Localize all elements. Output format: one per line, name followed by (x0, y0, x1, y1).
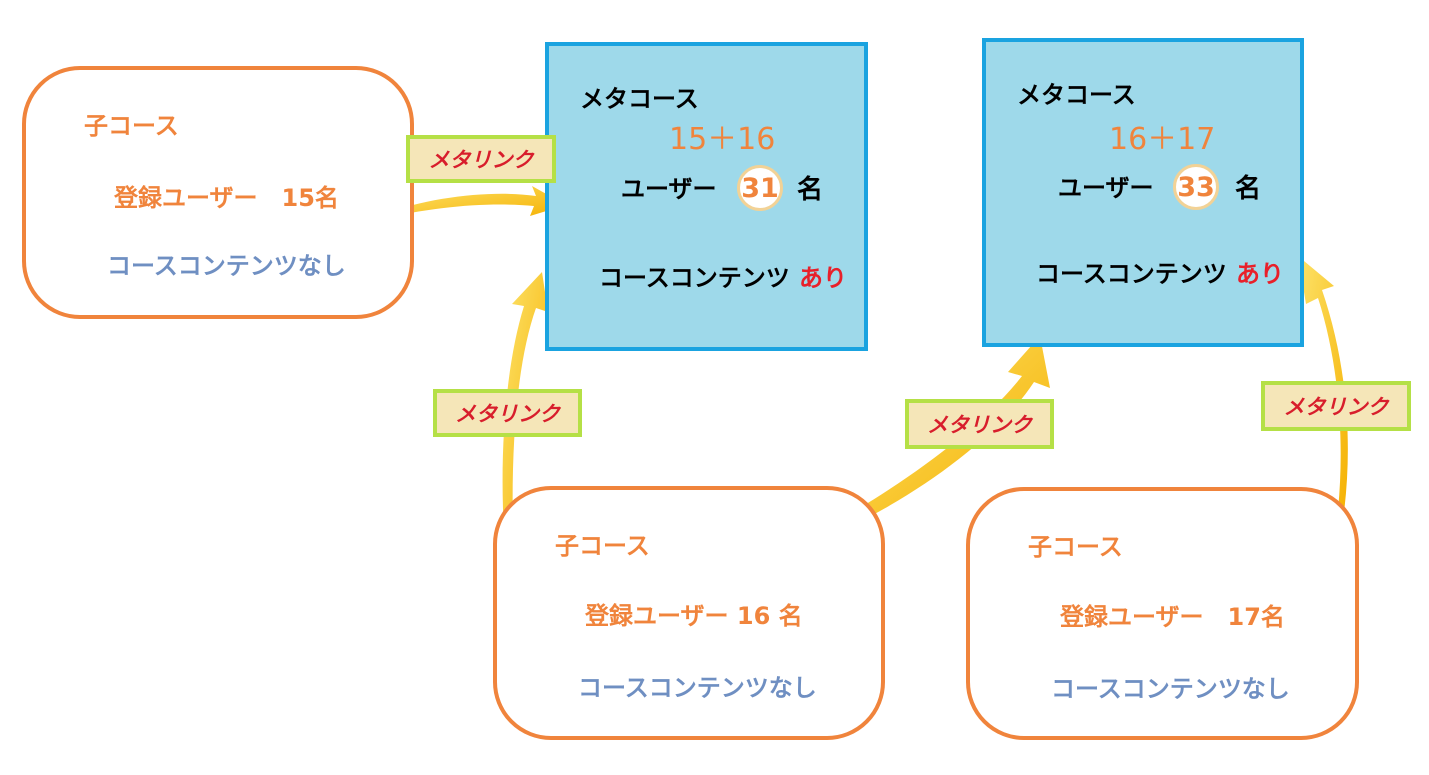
child-course-content: コースコンテンツなし (578, 674, 817, 702)
meta-course-title: メタコース (1017, 81, 1136, 109)
meta-course-content-label: コースコンテンツ (599, 264, 790, 292)
meta-course-title: メタコース (580, 85, 699, 113)
meta-course-sum: 16＋17 (1109, 122, 1216, 157)
meta-course-2: メタコース 16＋17 ユーザー 33 名 コースコンテンツ あり (982, 38, 1304, 347)
child-course-users: 登録ユーザー 17名 (1060, 603, 1285, 631)
meta-course-sum: 15＋16 (669, 122, 776, 157)
meta-course-user-count: 33 (1173, 164, 1219, 210)
child-course-2: 子コース 登録ユーザー 16 名 コースコンテンツなし (493, 486, 885, 740)
meta-course-unit: 名 (1235, 174, 1262, 204)
child-course-1: 子コース 登録ユーザー 15名 コースコンテンツなし (22, 66, 414, 319)
meta-course-unit: 名 (797, 175, 824, 205)
child-course-content: コースコンテンツなし (107, 252, 346, 280)
meta-course-content-label: コースコンテンツ (1036, 260, 1227, 288)
meta-course-content-flag: あり (1236, 260, 1284, 288)
meta-link-badge: メタリンク (433, 389, 582, 437)
child-course-users: 登録ユーザー 15名 (114, 184, 339, 212)
child-course-3: 子コース 登録ユーザー 17名 コースコンテンツなし (966, 487, 1359, 740)
child-course-title: 子コース (555, 532, 650, 560)
meta-course-users-label: ユーザー (621, 175, 717, 203)
child-course-content: コースコンテンツなし (1051, 675, 1290, 703)
child-course-users: 登録ユーザー 16 名 (585, 602, 803, 630)
child-course-title: 子コース (1028, 533, 1123, 561)
meta-link-badge: メタリンク (905, 399, 1054, 449)
meta-course-1: メタコース 15＋16 ユーザー 31 名 コースコンテンツ あり (545, 42, 868, 351)
arrow-child1-to-meta1 (378, 186, 566, 220)
meta-course-content-flag: あり (799, 264, 847, 292)
meta-link-badge: メタリンク (1261, 381, 1411, 431)
child-course-title: 子コース (84, 112, 179, 140)
meta-course-user-count: 31 (737, 165, 783, 211)
meta-link-badge: メタリンク (406, 135, 556, 183)
meta-course-users-label: ユーザー (1058, 174, 1154, 202)
